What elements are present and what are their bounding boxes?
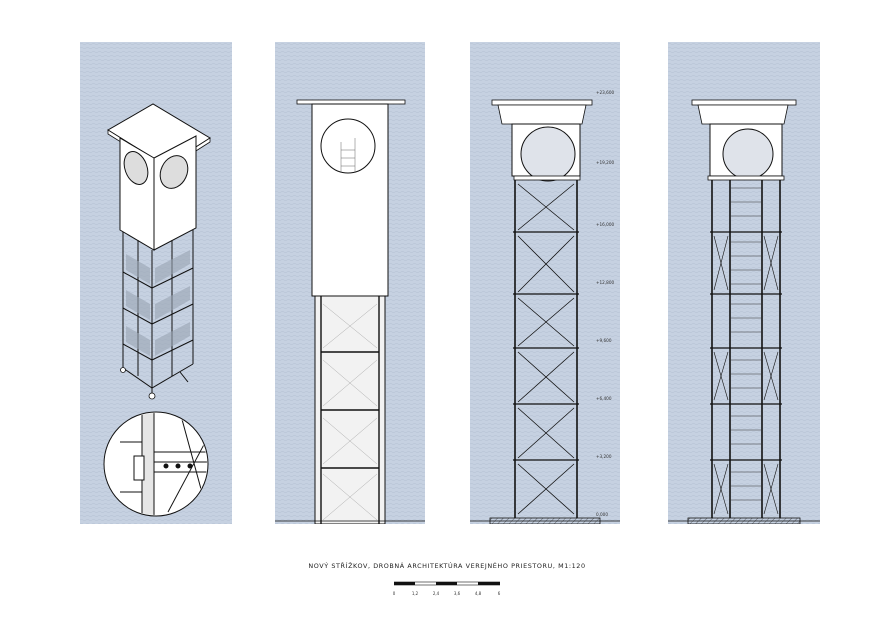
level-label: +12,800 <box>596 280 615 285</box>
level-label: 0,000 <box>596 512 608 517</box>
front-elevation <box>275 42 425 524</box>
level-label: +3,200 <box>596 454 612 459</box>
side-section-view <box>668 42 820 524</box>
scale-tick: 2,4 <box>432 591 440 596</box>
section-view: +23,600 +19,200 +16,000 +12,800 +9,600 +… <box>470 42 620 524</box>
level-label: +9,600 <box>596 338 612 343</box>
scale-tick: 1,2 <box>411 591 419 596</box>
level-label: +23,600 <box>596 90 615 95</box>
drawing-caption: NOVÝ STŘÍŽKOV, DROBNÁ ARCHITEKTÚRA VEREJ… <box>308 562 586 570</box>
axonometric-view <box>80 42 232 524</box>
level-label: +6,400 <box>596 396 612 401</box>
scale-tick: 3,6 <box>453 591 461 596</box>
scale-tick: 4,8 <box>474 591 482 596</box>
scale-tick: 0 <box>392 591 396 596</box>
level-label: +16,000 <box>596 222 615 227</box>
scale-bar <box>394 581 500 586</box>
level-label: +19,200 <box>596 160 615 165</box>
scale-tick: 6 <box>497 591 501 596</box>
